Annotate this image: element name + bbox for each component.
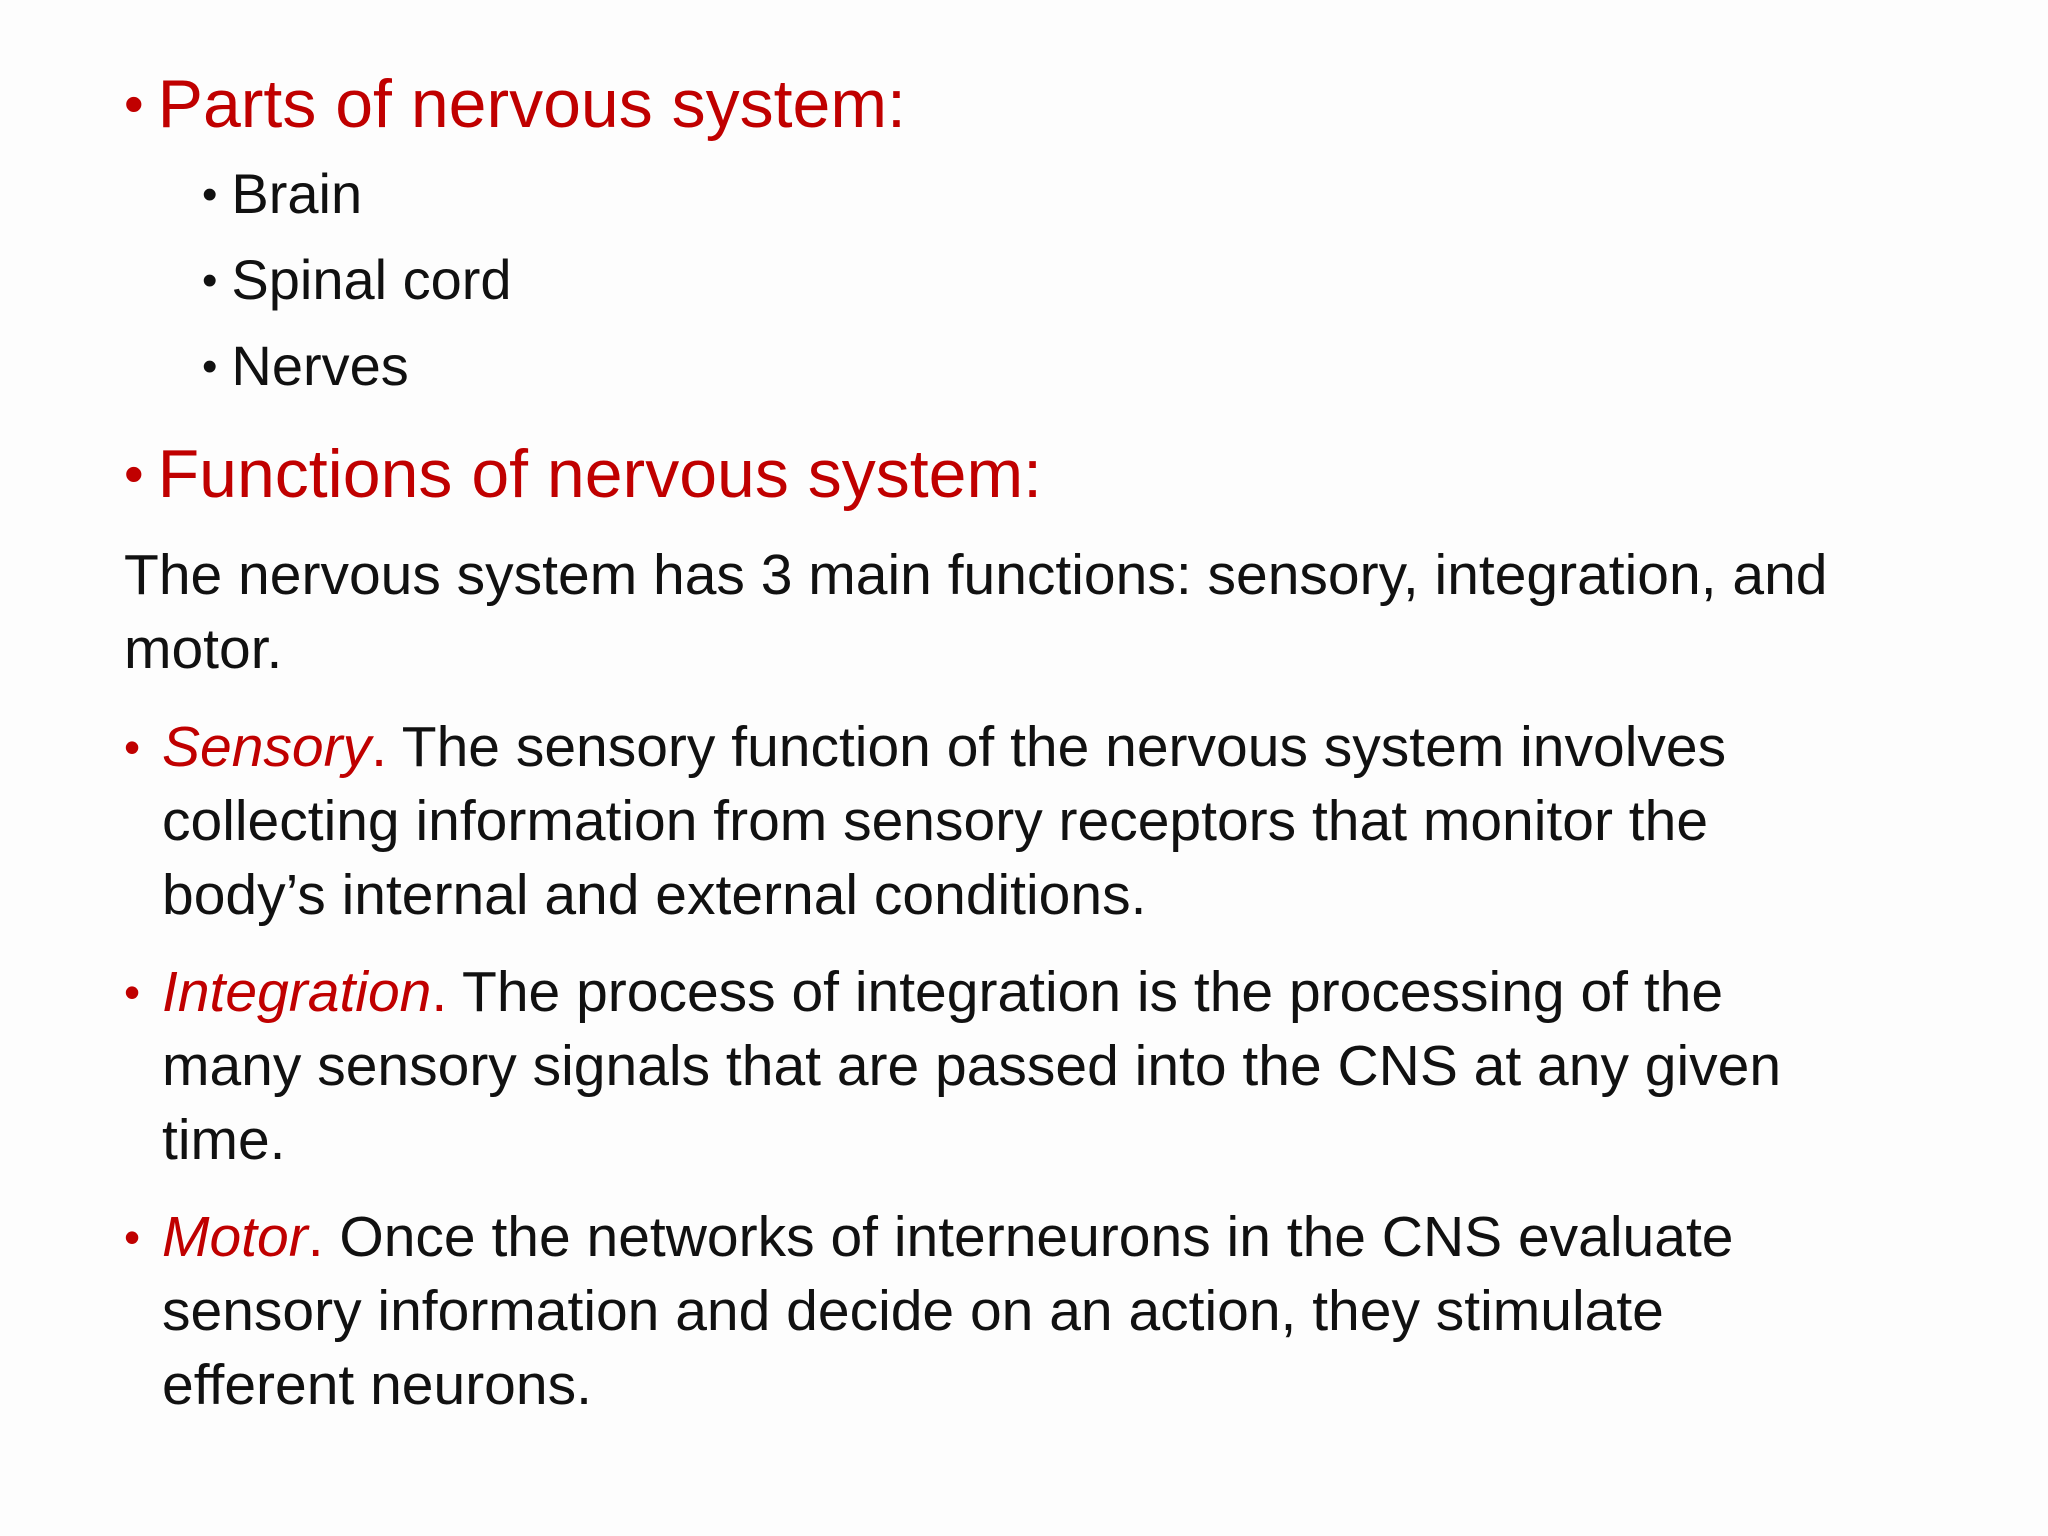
item-line: many sensory signals that are passed int… bbox=[162, 1034, 1782, 1098]
item-line: Integration. The process of integration … bbox=[162, 955, 2048, 1029]
item-term: Integration bbox=[162, 960, 432, 1024]
item-line: body’s internal and external conditions. bbox=[162, 863, 1147, 927]
parts-heading: Parts of nervous system: bbox=[157, 66, 906, 142]
function-item-motor: • Motor. Once the networks of interneuro… bbox=[124, 1200, 2048, 1422]
function-item-sensory: • Sensory. The sensory function of the n… bbox=[124, 710, 2048, 932]
bullet-icon: • bbox=[202, 342, 218, 391]
part-label: Brain bbox=[231, 162, 363, 225]
bullet-icon: • bbox=[202, 256, 218, 305]
intro-line: The nervous system has 3 main functions:… bbox=[124, 543, 1828, 607]
item-line: efferent neurons. bbox=[162, 1353, 592, 1417]
item-line: Motor. Once the networks of interneurons… bbox=[162, 1200, 2048, 1274]
part-label: Spinal cord bbox=[231, 248, 512, 311]
item-line: collecting information from sensory rece… bbox=[162, 789, 1709, 853]
item-line: time. bbox=[162, 1108, 286, 1172]
item-term-period: . bbox=[307, 1205, 324, 1269]
item-line: Sensory. The sensory function of the ner… bbox=[162, 710, 2048, 784]
bullet-icon: • bbox=[124, 1211, 141, 1263]
item-term: Motor bbox=[162, 1205, 308, 1269]
item-text: The process of integration is the proces… bbox=[447, 960, 1724, 1024]
intro-line: motor. bbox=[124, 617, 283, 681]
bullet-icon: • bbox=[124, 72, 144, 135]
part-item-brain: •Brain bbox=[202, 166, 362, 222]
part-item-nerves: •Nerves bbox=[202, 338, 409, 394]
bullet-icon: • bbox=[202, 170, 218, 219]
item-text: The sensory function of the nervous syst… bbox=[386, 715, 1727, 779]
function-item-integration: • Integration. The process of integratio… bbox=[124, 955, 2048, 1177]
item-term: Sensory bbox=[162, 715, 372, 779]
parts-heading-row: •Parts of nervous system: bbox=[124, 70, 906, 138]
bullet-icon: • bbox=[124, 966, 141, 1018]
item-text: Once the networks of interneurons in the… bbox=[323, 1205, 1734, 1269]
part-label: Nerves bbox=[231, 334, 409, 397]
functions-heading-row: •Functions of nervous system: bbox=[124, 440, 1042, 508]
bullet-icon: • bbox=[124, 442, 144, 505]
item-term-period: . bbox=[371, 715, 387, 779]
functions-heading: Functions of nervous system: bbox=[157, 436, 1042, 512]
item-term-period: . bbox=[431, 960, 448, 1024]
intro-paragraph: The nervous system has 3 main functions:… bbox=[124, 538, 2024, 686]
bullet-icon: • bbox=[124, 721, 141, 773]
item-line: sensory information and decide on an act… bbox=[162, 1279, 1664, 1343]
part-item-spinal-cord: •Spinal cord bbox=[202, 252, 512, 308]
